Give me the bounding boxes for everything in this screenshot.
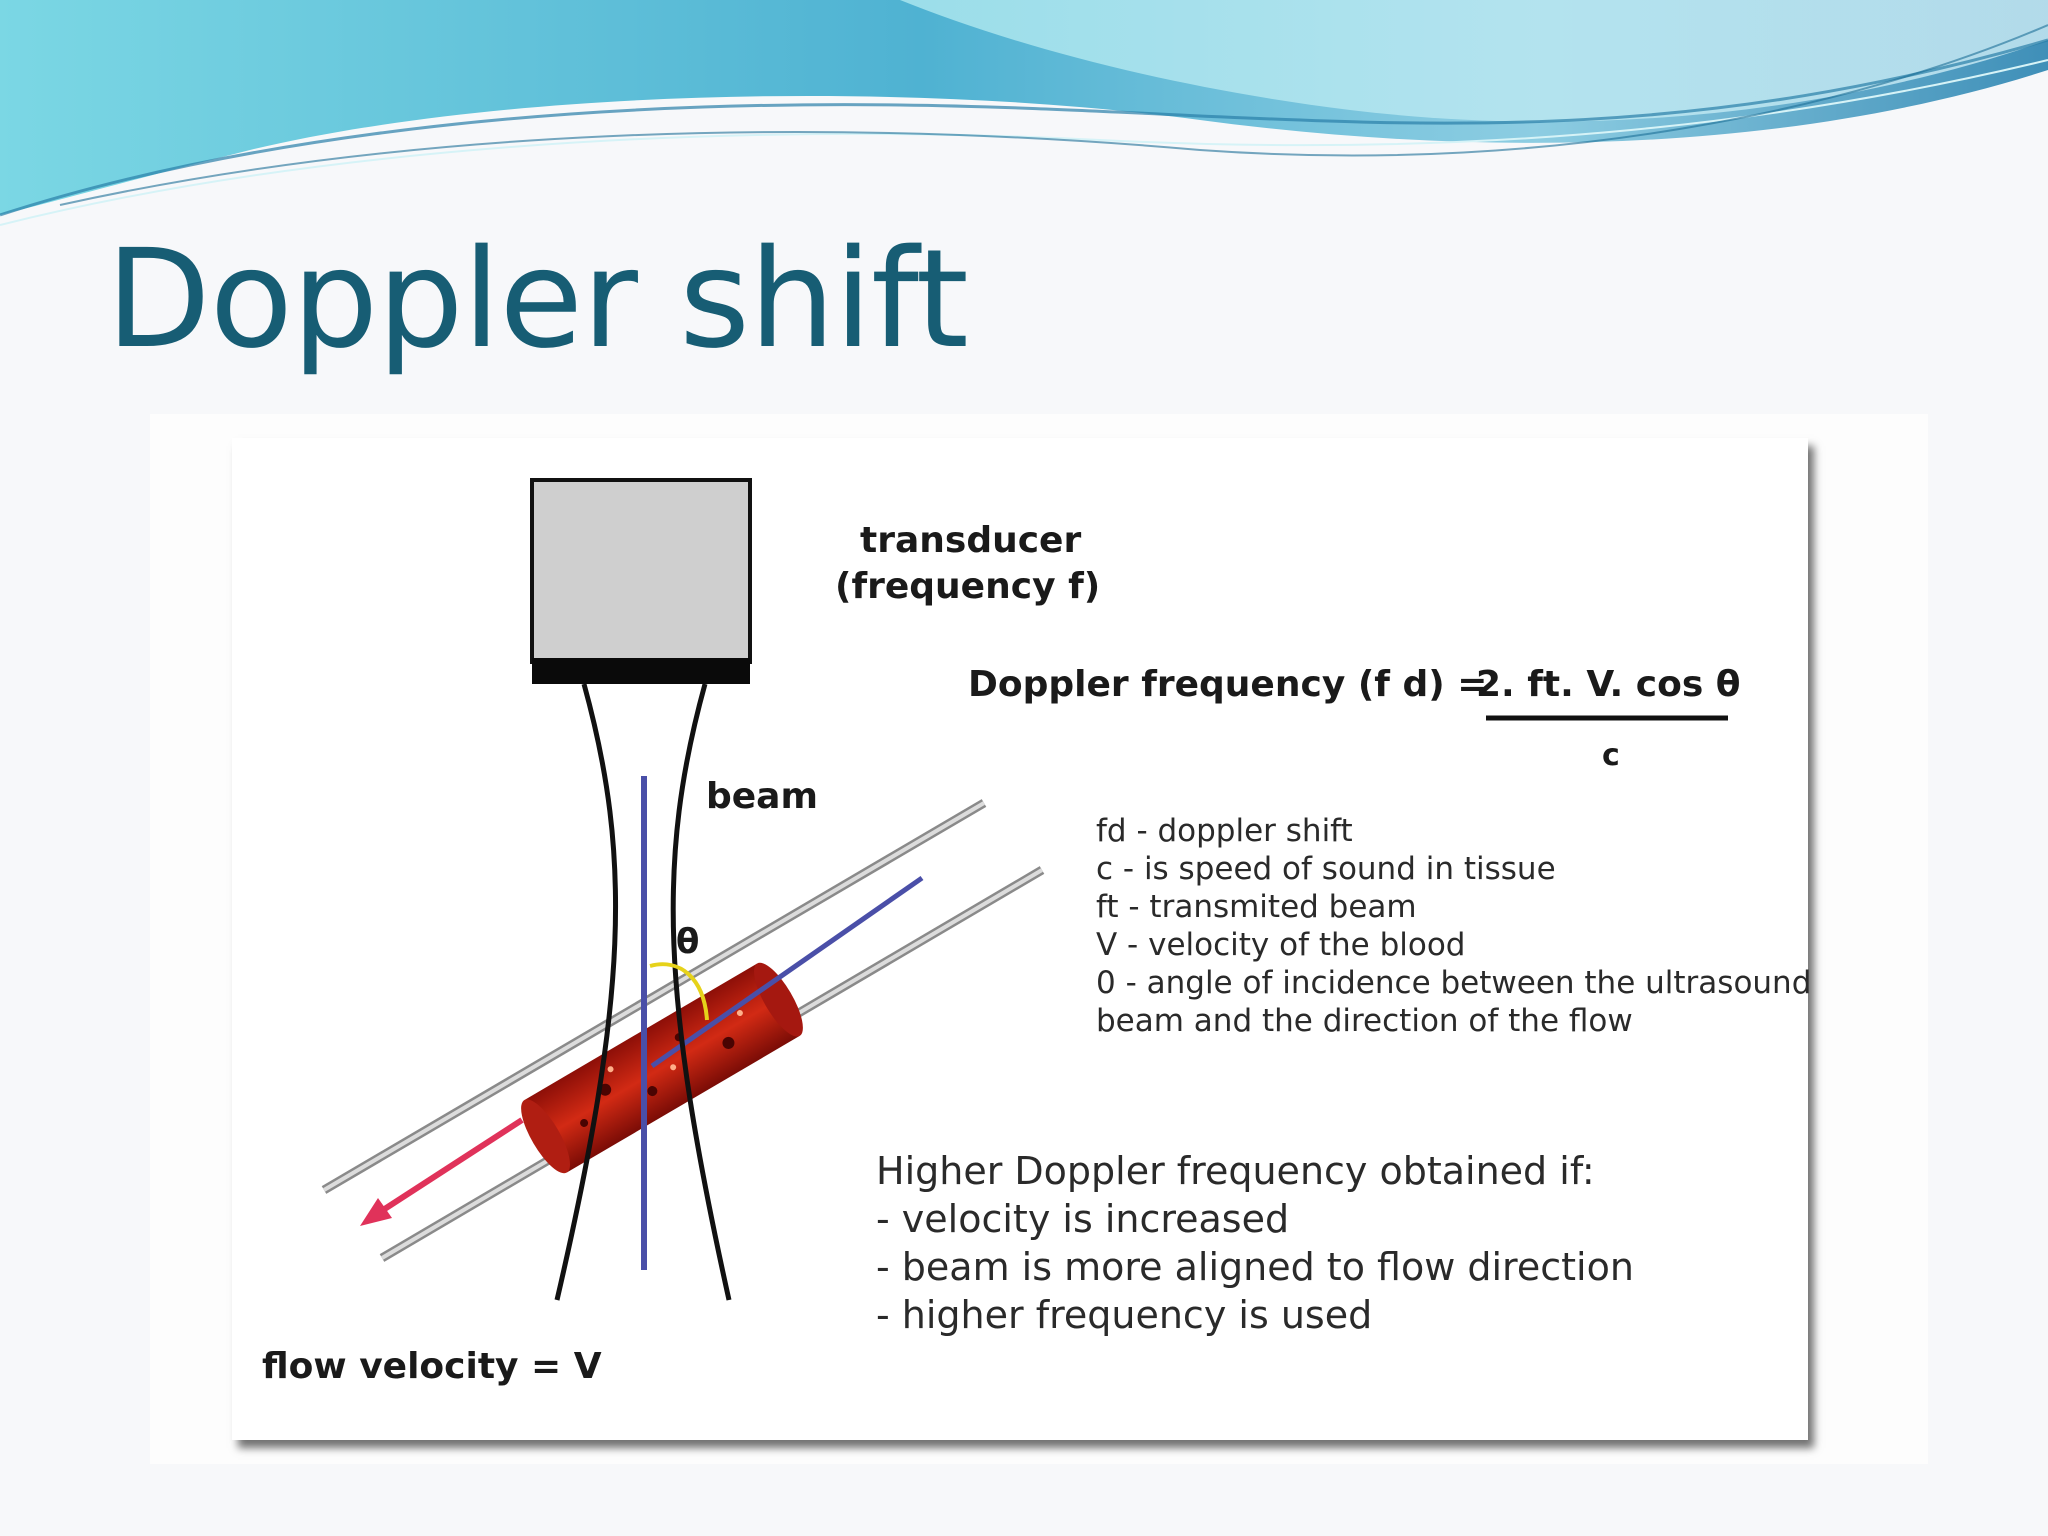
beam-edges bbox=[554, 683, 732, 1301]
transducer-frequency-label: (frequency f) bbox=[835, 566, 1101, 607]
legend-line: V - velocity of the blood bbox=[1096, 927, 1466, 963]
notes-line: - beam is more aligned to flow direction bbox=[876, 1245, 1634, 1289]
flow-velocity-label: flow velocity = V bbox=[262, 1346, 602, 1387]
variable-legend: fd - doppler shift c - is speed of sound… bbox=[1096, 816, 1811, 1044]
legend-line: fd - doppler shift bbox=[1096, 813, 1353, 849]
doppler-notes: Higher Doppler frequency obtained if: - … bbox=[876, 1152, 1634, 1344]
doppler-diagram-figure: transducer (frequency f) beam θ flow vel… bbox=[232, 438, 1811, 1440]
header-wave-decoration bbox=[0, 0, 2048, 226]
legend-line: beam and the direction of the flow bbox=[1096, 1003, 1633, 1039]
notes-line: - higher frequency is used bbox=[876, 1293, 1373, 1337]
doppler-diagram-graphic bbox=[321, 478, 1728, 1301]
angle-arc bbox=[649, 962, 709, 1021]
legend-line: 0 - angle of incidence between the ultra… bbox=[1096, 965, 1812, 1001]
formula-denominator: c bbox=[1602, 738, 1620, 773]
transducer-label: transducer bbox=[860, 520, 1082, 561]
formula-numerator: 2. ft. V. cos θ bbox=[1476, 664, 1741, 705]
legend-line: c - is speed of sound in tissue bbox=[1096, 851, 1556, 887]
flow-arrow bbox=[360, 1117, 524, 1226]
slide-title: Doppler shift bbox=[106, 221, 969, 379]
angle-symbol-label: θ bbox=[676, 922, 700, 962]
transducer-block bbox=[530, 478, 752, 684]
flow-axis-line bbox=[650, 875, 924, 1069]
formula-lhs: Doppler frequency (f d) = bbox=[968, 664, 1488, 705]
notes-line: Higher Doppler frequency obtained if: bbox=[876, 1149, 1595, 1193]
beam-label: beam bbox=[706, 776, 818, 817]
legend-line: ft - transmited beam bbox=[1096, 889, 1417, 925]
notes-line: - velocity is increased bbox=[876, 1197, 1290, 1241]
